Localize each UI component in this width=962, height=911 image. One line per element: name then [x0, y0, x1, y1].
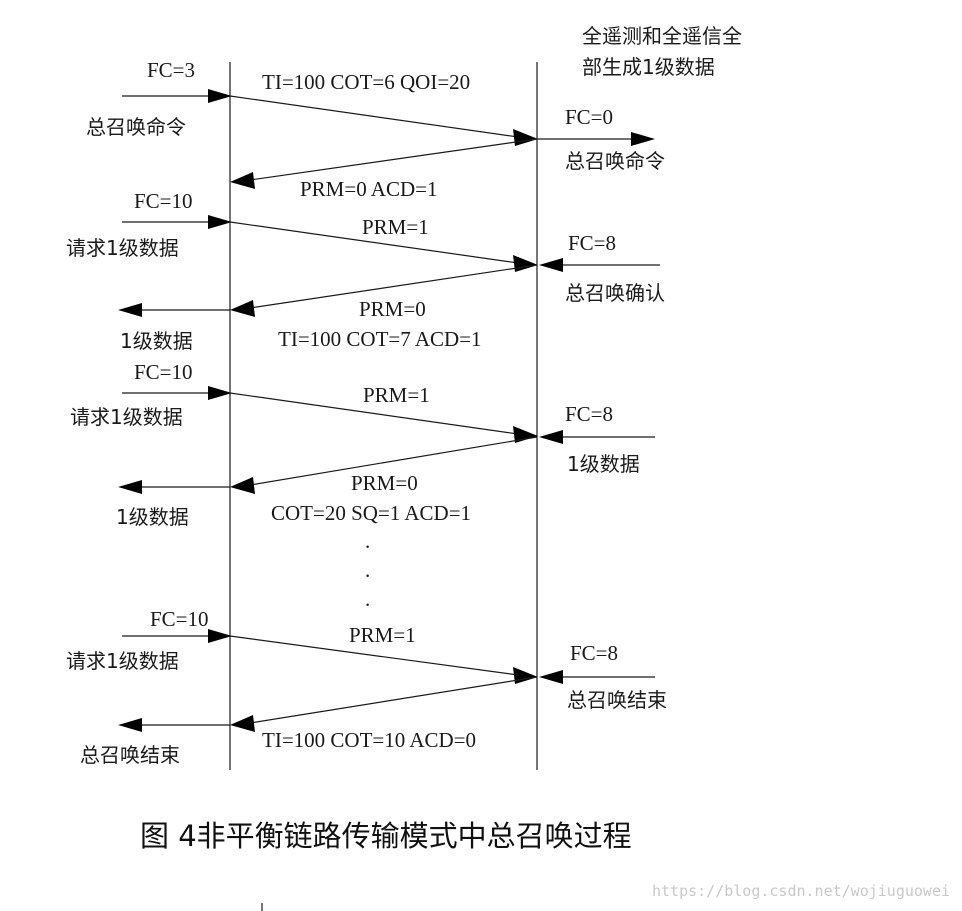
note-line-2: 部生成1级数据	[582, 55, 715, 79]
left-fc-label: FC=3	[147, 58, 195, 82]
left-desc-label: 请求1级数据	[70, 405, 183, 429]
arrowhead	[513, 129, 538, 146]
arrowhead	[208, 215, 232, 229]
watermark-text: https://blog.csdn.net/wojiuguowei	[652, 882, 950, 900]
forward-message-label: PRM=1	[363, 383, 430, 407]
note-line-1: 全遥测和全遥信全	[582, 24, 742, 48]
arrowhead	[208, 386, 232, 400]
left-desc-label: 总召唤命令	[86, 115, 186, 139]
return-message-arrow	[249, 264, 538, 309]
arrowhead	[513, 255, 538, 272]
arrowhead	[118, 480, 142, 494]
right-desc-label: 总召唤命令	[565, 149, 665, 173]
exchange-3: FC=10 请求1级数据 PRM=1 FC=8 1级数据 PRM=0 COT=2…	[70, 360, 655, 529]
forward-message-arrow	[229, 635, 519, 676]
right-desc-label: 总召唤结束	[567, 688, 667, 712]
return-message-label: PRM=0	[359, 297, 426, 321]
return-message-arrow	[249, 436, 538, 486]
left-fc-label: FC=10	[134, 189, 193, 213]
arrowhead	[539, 430, 563, 444]
figure-caption: 图 4非平衡链路传输模式中总召唤过程	[140, 819, 632, 853]
arrowhead	[118, 303, 142, 317]
arrowhead	[539, 670, 563, 684]
left-output-label: 总召唤结束	[80, 743, 180, 767]
return-message-label: PRM=0 ACD=1	[300, 177, 437, 201]
arrowhead	[513, 426, 538, 443]
arrowhead	[118, 718, 142, 732]
return-message-label: PRM=0	[351, 471, 418, 495]
return-message-label: TI=100 COT=10 ACD=0	[262, 728, 476, 752]
left-desc-label: 请求1级数据	[66, 649, 179, 673]
left-output-label: 1级数据	[120, 329, 193, 353]
arrowhead	[208, 629, 232, 643]
arrowhead	[208, 89, 232, 103]
left-fc-label: FC=10	[134, 360, 193, 384]
forward-message-arrow	[229, 95, 519, 138]
arrowhead	[539, 258, 563, 272]
exchange-2: FC=10 请求1级数据 PRM=1 FC=8 总召唤确认 PRM=0 TI=1…	[66, 189, 665, 353]
right-desc-label: 总召唤确认	[565, 281, 665, 305]
left-desc-label: 请求1级数据	[66, 236, 179, 260]
right-fc-label: FC=8	[565, 402, 613, 426]
right-fc-label: FC=0	[565, 105, 613, 129]
forward-message-label: TI=100 COT=6 QOI=20	[262, 70, 470, 94]
return-message-arrow	[249, 676, 538, 724]
arrowhead	[230, 477, 255, 494]
exchange-1: FC=3 总召唤命令 TI=100 COT=6 QOI=20 FC=0 总召唤命…	[86, 58, 665, 201]
forward-message-label: PRM=1	[362, 215, 429, 239]
return-message-label: COT=20 SQ=1 ACD=1	[271, 501, 471, 525]
return-message-label: TI=100 COT=7 ACD=1	[278, 327, 482, 351]
right-fc-label: FC=8	[568, 231, 616, 255]
continuation-dot: .	[365, 558, 370, 582]
arrowhead	[230, 300, 255, 317]
exchange-4: FC=10 请求1级数据 PRM=1 FC=8 总召唤结束 TI=100 COT…	[66, 607, 667, 767]
left-fc-label: FC=10	[150, 607, 209, 631]
forward-message-label: PRM=1	[349, 623, 416, 647]
left-output-label: 1级数据	[116, 505, 189, 529]
forward-message-arrow	[229, 392, 519, 435]
arrowhead	[230, 715, 255, 732]
right-desc-label: 1级数据	[567, 452, 640, 476]
continuation-dot: .	[365, 587, 370, 611]
forward-message-arrow	[229, 221, 519, 264]
right-fc-label: FC=8	[570, 641, 618, 665]
return-message-arrow	[249, 138, 538, 181]
arrowhead	[230, 172, 255, 189]
continuation-dot: .	[365, 529, 370, 553]
arrowhead	[513, 667, 538, 684]
arrowhead	[631, 132, 655, 146]
